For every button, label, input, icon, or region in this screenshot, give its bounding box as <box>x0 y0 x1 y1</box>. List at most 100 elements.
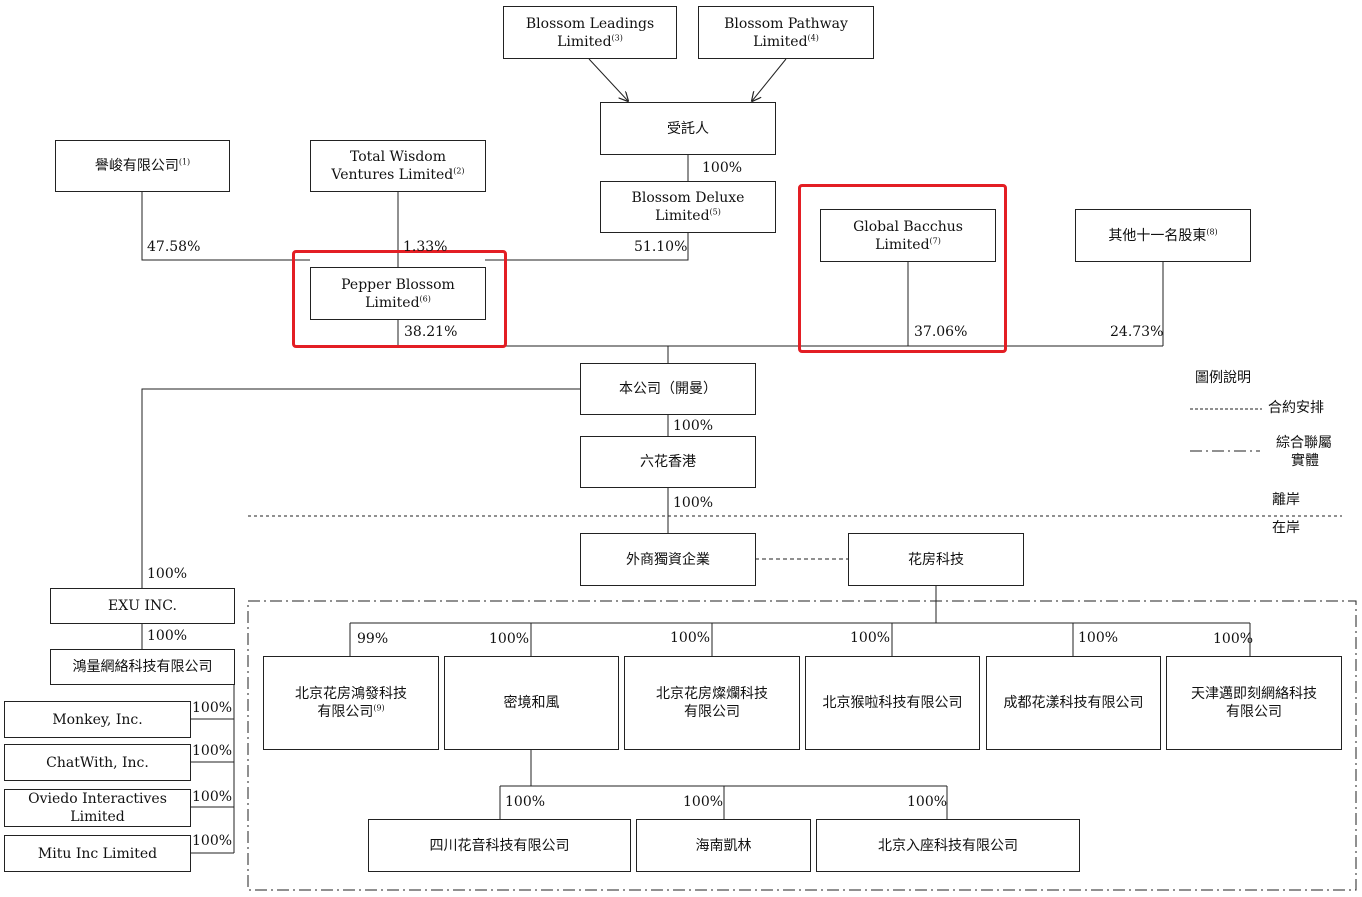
box-huafang-tech: 花房科技 <box>848 533 1024 586</box>
entity-name-line: 成都花漾科技有限公司 <box>1003 695 1144 711</box>
entity-name: Global Bacchus Limited(7) <box>825 218 991 254</box>
legend-consolidated-label-1: 綜合聯屬 <box>1276 435 1332 451</box>
entity-name: EXU INC. <box>108 597 177 615</box>
entity-name: 北京花房鴻發科技有限公司(9) <box>295 685 407 721</box>
entity-name-line: 外商獨資企業 <box>626 551 710 568</box>
pct-other-eleven: 24.73% <box>1110 324 1164 340</box>
entity-name-line: Oviedo Interactives <box>28 791 167 807</box>
arrow-leadings-trustee <box>588 58 628 101</box>
box-company: 本公司（開曼） <box>580 363 756 415</box>
box-sc-huayin: 四川花音科技有限公司 <box>368 819 631 872</box>
entity-name-line: Limited(3) <box>557 32 623 50</box>
pct-trustee-deluxe: 100% <box>702 160 743 176</box>
box-chatwith: ChatWith, Inc. <box>4 744 191 781</box>
entity-name-line: 北京花房燦爛科技 <box>656 686 768 702</box>
entity-name-line: 受託人 <box>667 120 709 137</box>
entity-name-line: Limited(5) <box>655 207 721 224</box>
legend-title: 圖例說明 <box>1195 370 1251 386</box>
pct-sc-huayin: 100% <box>505 794 546 810</box>
entity-name-line: Total Wisdom <box>349 149 447 165</box>
entity-name: 四川花音科技有限公司 <box>430 837 570 855</box>
entity-name: 鴻量網絡科技有限公司 <box>73 658 213 676</box>
entity-name-line: 其他十一名股東(8) <box>1108 226 1218 244</box>
highlight-global-bacchus <box>798 184 1007 353</box>
box-yujun: 譽峻有限公司(1) <box>55 140 230 192</box>
entity-name-line: Pepper Blossom Limited(6) <box>341 276 455 311</box>
box-global-bacchus: Global Bacchus Limited(7) <box>820 209 996 262</box>
pct-exu-hongliang: 100% <box>147 628 188 644</box>
box-bj-ruzuo: 北京入座科技有限公司 <box>816 819 1080 872</box>
pct-bj-houla: 100% <box>850 630 891 646</box>
footnote-ref: (9) <box>373 703 385 713</box>
box-wfoe: 外商獨資企業 <box>580 533 756 586</box>
entity-name-line: Global Bacchus Limited(7) <box>853 218 963 253</box>
box-bj-hongfa: 北京花房鴻發科技有限公司(9) <box>263 656 439 750</box>
legend-offshore: 離岸 <box>1272 492 1300 508</box>
box-hongliang: 鴻量網絡科技有限公司 <box>50 649 235 685</box>
pct-bj-ruzuo: 100% <box>907 794 948 810</box>
pct-exu: 100% <box>147 566 188 582</box>
entity-name: ChatWith, Inc. <box>46 754 149 772</box>
pct-bj-canlan: 100% <box>670 630 711 646</box>
box-monkey: Monkey, Inc. <box>4 701 191 738</box>
box-mitu: Mitu Inc Limited <box>4 835 191 872</box>
footnote-ref: (8) <box>1206 226 1218 236</box>
arrow-pathway-trustee <box>752 58 787 101</box>
pct-bj-hongfa: 99% <box>357 631 389 647</box>
entity-name-line: 花房科技 <box>908 551 964 568</box>
entity-name-line: 六花香港 <box>640 454 696 470</box>
pct-blossom-deluxe: 51.10% <box>634 239 688 255</box>
footnote-ref: (4) <box>807 32 819 42</box>
pct-total-wisdom: 1.33% <box>403 239 448 255</box>
entity-name-line: 天津邁即刻網絡科技 <box>1191 686 1317 702</box>
entity-name: 海南凱林 <box>696 837 752 855</box>
entity-name-line: Limited <box>70 809 125 825</box>
pct-hn-kailin: 100% <box>683 794 724 810</box>
entity-name-line: ChatWith, Inc. <box>46 754 149 771</box>
box-pepper-blossom: Pepper Blossom Limited(6) <box>310 267 486 320</box>
entity-name: 其他十一名股東(8) <box>1108 227 1217 245</box>
pct-oviedo: 100% <box>192 789 233 805</box>
consolidated-entities-boundary <box>247 600 1357 891</box>
entity-name: 密境和風 <box>504 694 560 712</box>
entity-name-line: 北京入座科技有限公司 <box>878 837 1018 854</box>
entity-name: 天津邁即刻網絡科技有限公司 <box>1191 685 1317 721</box>
entity-name: 譽峻有限公司(1) <box>95 157 190 175</box>
entity-name: 六花香港 <box>640 453 696 471</box>
line-deluxe-pepper <box>485 233 689 261</box>
legend-consolidated-label-2: 實體 <box>1291 453 1319 469</box>
pct-tj-maijike: 100% <box>1213 631 1254 647</box>
box-liuhua-hk: 六花香港 <box>580 436 756 488</box>
box-bj-houla: 北京猴啦科技有限公司 <box>805 656 980 750</box>
footnote-ref: (3) <box>611 32 623 42</box>
entity-name: 外商獨資企業 <box>626 551 710 569</box>
footnote-ref: (1) <box>178 157 191 167</box>
pct-mitu: 100% <box>192 833 233 849</box>
box-mijing: 密境和風 <box>444 656 619 750</box>
box-trustee: 受託人 <box>600 102 776 155</box>
footnote-ref: (7) <box>929 235 941 245</box>
entity-name: 北京入座科技有限公司 <box>878 837 1018 855</box>
entity-name-line: Blossom Leadings <box>525 15 655 32</box>
entity-name-line: Blossom Deluxe <box>631 190 745 206</box>
entity-name: 北京猴啦科技有限公司 <box>823 694 963 712</box>
entity-name: Monkey, Inc. <box>52 711 142 729</box>
pct-chatwith: 100% <box>192 743 233 759</box>
entity-name-line: Mitu Inc Limited <box>37 845 158 862</box>
entity-name-line: 海南凱林 <box>695 837 752 854</box>
pct-mijing: 100% <box>489 631 530 647</box>
box-bj-canlan: 北京花房燦爛科技有限公司 <box>624 656 800 750</box>
entity-name-line: 密境和風 <box>503 695 560 711</box>
legend-contractual-label: 合約安排 <box>1268 400 1324 416</box>
entity-name: 成都花漾科技有限公司 <box>1004 694 1144 712</box>
entity-name-line: 北京猴啦科技有限公司 <box>822 695 963 711</box>
